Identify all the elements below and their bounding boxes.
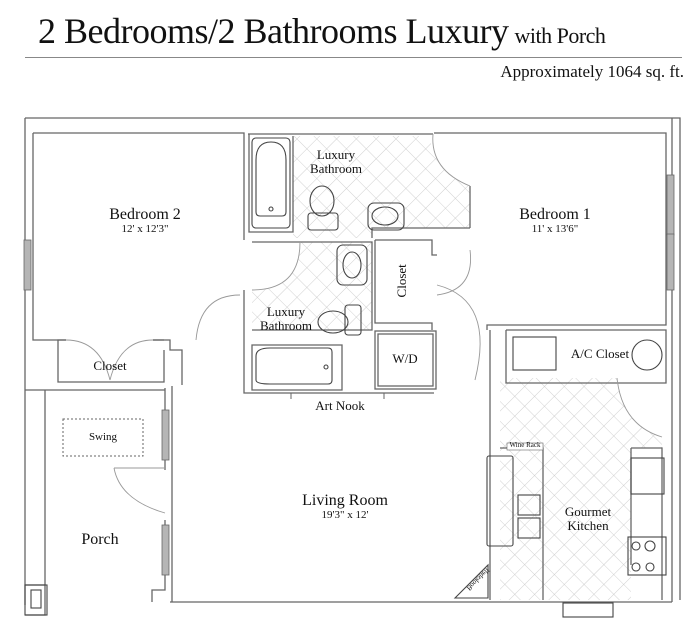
wine-rack-box bbox=[506, 442, 544, 451]
bedroom1-dimensions: 11' x 13'6" bbox=[531, 222, 579, 235]
living-room-name: Living Room bbox=[302, 492, 388, 509]
room-living: Living Room 19'3" x 12' bbox=[270, 492, 420, 521]
swing-label: Swing bbox=[88, 431, 118, 443]
title-divider bbox=[25, 57, 682, 58]
bath-mid-line1: Luxury bbox=[266, 304, 306, 319]
kitchen-line1: Gourmet bbox=[564, 504, 612, 519]
bath-top-line1: Luxury bbox=[316, 147, 356, 162]
fixtures bbox=[24, 137, 667, 618]
living-room-dimensions: 19'3" x 12' bbox=[321, 508, 369, 521]
wd-label: W/D bbox=[392, 351, 418, 366]
room-kitchen: Gourmet Kitchen bbox=[548, 505, 628, 532]
bath-top-line2: Bathroom bbox=[310, 160, 362, 176]
square-footage: Approximately 1064 sq. ft. bbox=[500, 62, 684, 81]
windows bbox=[23, 174, 675, 576]
plan-title-suffix: with Porch bbox=[514, 23, 606, 48]
door-swings bbox=[65, 133, 663, 514]
wine-rack-label: Wine Rack bbox=[509, 441, 541, 449]
closet-center-label: Closet bbox=[394, 264, 410, 298]
tile-floors bbox=[252, 136, 662, 600]
bedroom2-dimensions: 12' x 12'3" bbox=[121, 222, 169, 235]
room-bath-top: Luxury Bathroom bbox=[296, 148, 376, 175]
room-bedroom1: Bedroom 1 11' x 13'6" bbox=[480, 206, 630, 235]
kitchen-line2: Kitchen bbox=[567, 517, 609, 533]
swing-outline bbox=[62, 418, 144, 457]
art-nook-marks bbox=[290, 393, 385, 399]
plan-title-main: 2 Bedrooms/2 Bathrooms Luxury bbox=[38, 11, 509, 51]
room-bedroom2: Bedroom 2 12' x 12'3" bbox=[60, 206, 230, 235]
ac-closet-label: A/C Closet bbox=[570, 346, 630, 361]
bedroom1-name: Bedroom 1 bbox=[519, 206, 591, 223]
room-bath-mid: Luxury Bathroom bbox=[250, 305, 322, 332]
porch-label: Porch bbox=[81, 531, 119, 548]
closet-bedroom2-label: Closet bbox=[93, 358, 127, 373]
bath-mid-line2: Bathroom bbox=[260, 317, 312, 333]
bedroom2-name: Bedroom 2 bbox=[109, 206, 181, 223]
art-nook-label: Art Nook bbox=[315, 398, 365, 413]
